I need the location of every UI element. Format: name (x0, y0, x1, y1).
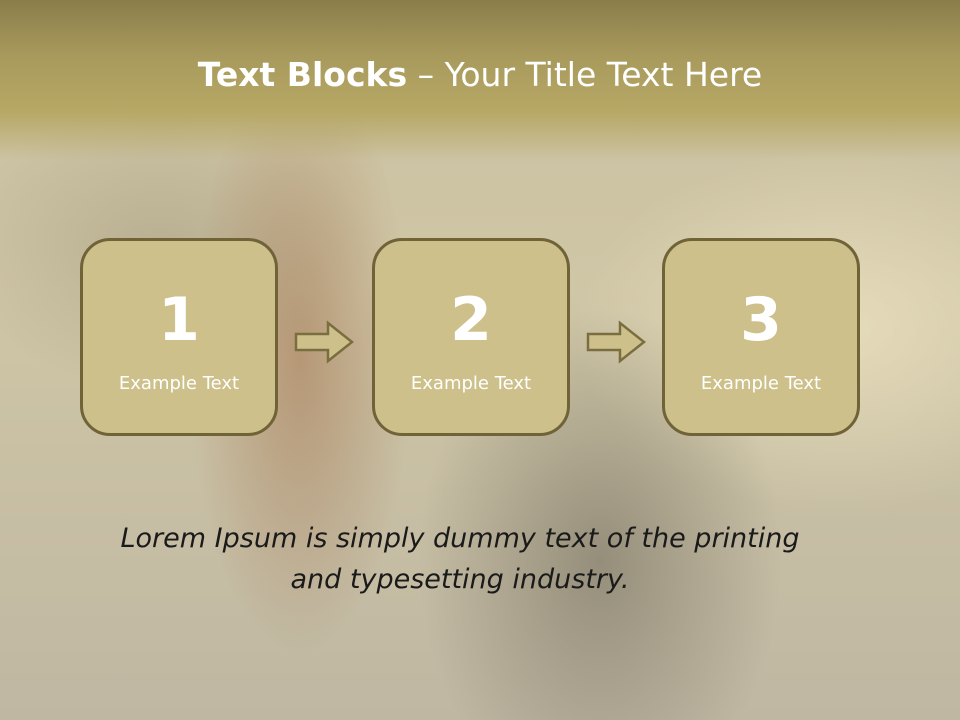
block-number: 1 (158, 285, 200, 355)
block-number: 2 (450, 285, 492, 355)
slide-title: Text Blocks – Your Title Text Here (0, 52, 960, 98)
text-block-1: 1 Example Text (80, 238, 278, 436)
caption-line-2: and typesetting industry. (290, 564, 630, 595)
title-band (0, 0, 960, 160)
block-label: Example Text (700, 373, 822, 394)
title-rest: Your Title Text Here (444, 55, 763, 94)
block-number: 3 (740, 285, 782, 355)
title-bold: Text Blocks (197, 55, 408, 94)
text-block-2: 2 Example Text (372, 238, 570, 436)
block-label: Example Text (118, 373, 240, 394)
title-dash: – (417, 55, 435, 94)
block-label: Example Text (410, 373, 532, 394)
caption-line-1: Lorem Ipsum is simply dummy text of the … (120, 523, 800, 554)
text-block-3: 3 Example Text (662, 238, 860, 436)
caption-text: Lorem Ipsum is simply dummy text of the … (60, 518, 860, 600)
right-arrow-icon (294, 320, 354, 364)
right-arrow-icon (586, 320, 646, 364)
